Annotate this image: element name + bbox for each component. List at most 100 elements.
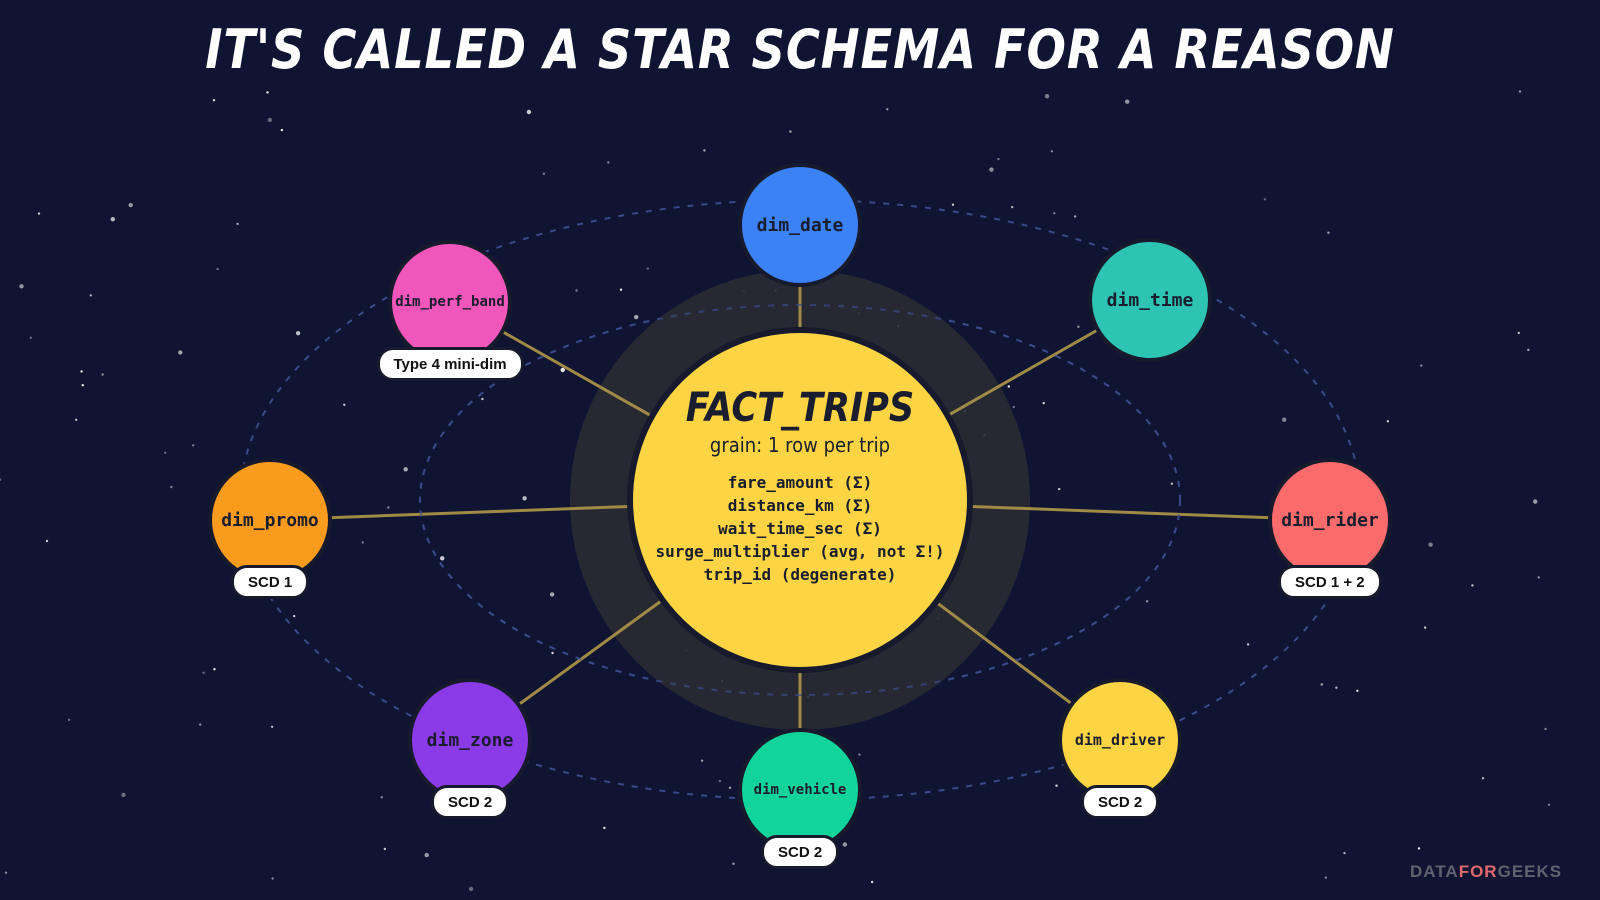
star-dot bbox=[842, 842, 848, 847]
star-dot bbox=[1007, 385, 1010, 388]
star-dot bbox=[700, 759, 704, 762]
fact-table-node: FACT_TRIPS grain: 1 row per trip fare_am… bbox=[627, 327, 973, 673]
star-dot bbox=[732, 862, 735, 865]
fact-measure: wait_time_sec (Σ) bbox=[718, 519, 882, 538]
star-dot bbox=[1050, 150, 1054, 153]
scd-badge: Type 4 mini-dim bbox=[376, 347, 524, 381]
dimension-node-dim-zone: dim_zone bbox=[408, 678, 532, 802]
star-dot bbox=[1042, 401, 1045, 405]
scd-badge: SCD 1 + 2 bbox=[1278, 565, 1382, 599]
fact-measures-list: fare_amount (Σ) distance_km (Σ) wait_tim… bbox=[633, 471, 967, 586]
logo-part: DATA bbox=[1410, 862, 1459, 881]
star-dot bbox=[192, 444, 195, 447]
logo-part: GEEKS bbox=[1497, 862, 1563, 881]
star-dot bbox=[1320, 683, 1324, 686]
star-dot bbox=[45, 539, 49, 543]
star-dot bbox=[1518, 90, 1522, 93]
star-dot bbox=[1125, 99, 1130, 104]
star-dot bbox=[1537, 576, 1540, 579]
star-dot bbox=[619, 288, 623, 291]
dimension-node-dim-driver: dim_driver bbox=[1058, 678, 1182, 802]
star-dot bbox=[236, 222, 239, 226]
star-dot bbox=[75, 418, 78, 421]
star-dot bbox=[440, 556, 445, 561]
star-dot bbox=[526, 109, 532, 115]
star-dot bbox=[1263, 198, 1267, 201]
star-dot bbox=[886, 108, 889, 111]
star-dot bbox=[212, 99, 216, 102]
star-dot bbox=[575, 289, 578, 292]
star-dot bbox=[403, 467, 408, 472]
star-dot bbox=[67, 718, 71, 722]
star-dot bbox=[481, 397, 484, 401]
star-dot bbox=[951, 203, 955, 206]
scd-badge: SCD 2 bbox=[1081, 785, 1160, 819]
star-dot bbox=[424, 852, 429, 858]
logo-part: FOR bbox=[1458, 862, 1498, 881]
fact-measure: fare_amount (Σ) bbox=[727, 473, 873, 492]
star-dot bbox=[728, 786, 732, 789]
star-dot bbox=[1012, 405, 1015, 409]
star-dot bbox=[1386, 420, 1390, 423]
star-dot bbox=[1170, 482, 1174, 485]
star-dot bbox=[1327, 231, 1330, 234]
star-dot bbox=[1356, 689, 1359, 692]
star-dot bbox=[4, 871, 8, 874]
star-dot bbox=[29, 336, 32, 339]
star-dot bbox=[387, 506, 390, 509]
dimension-name: dim_driver bbox=[1074, 731, 1166, 749]
star-dot bbox=[603, 826, 606, 830]
star-dot bbox=[202, 671, 205, 674]
star-dot bbox=[1324, 876, 1328, 879]
star-dot bbox=[170, 485, 173, 489]
fact-table-name: FACT_TRIPS bbox=[685, 385, 915, 431]
star-dot bbox=[522, 496, 527, 501]
star-dot bbox=[216, 267, 219, 271]
star-dot bbox=[110, 217, 116, 222]
dimension-node-dim-rider: dim_rider bbox=[1268, 458, 1392, 582]
star-dot bbox=[718, 779, 722, 783]
star-dot bbox=[280, 128, 284, 132]
star-dot bbox=[1417, 847, 1421, 850]
star-dot bbox=[560, 367, 565, 373]
star-dot bbox=[1011, 205, 1014, 209]
dimension-name: dim_time bbox=[1106, 289, 1194, 311]
star-dot bbox=[646, 267, 649, 270]
star-dot bbox=[101, 373, 104, 376]
dimension-node-dim-time: dim_time bbox=[1088, 238, 1212, 362]
dimension-node-dim-promo: dim_promo bbox=[208, 458, 332, 582]
star-dot bbox=[266, 91, 269, 94]
star-dot bbox=[1335, 686, 1338, 689]
star-dot bbox=[1058, 487, 1061, 491]
star-dot bbox=[1547, 803, 1551, 806]
star-dot bbox=[178, 350, 183, 355]
star-dot bbox=[551, 651, 554, 655]
star-dot bbox=[383, 847, 386, 851]
star-dot bbox=[1073, 215, 1077, 218]
brand-logo: DATAFORGEEKS bbox=[1410, 862, 1562, 882]
star-dot bbox=[1428, 542, 1433, 547]
dimension-name: dim_promo bbox=[221, 509, 319, 531]
star-dot bbox=[542, 172, 546, 175]
star-dot bbox=[121, 792, 126, 798]
star-dot bbox=[997, 157, 1000, 161]
dimension-name: dim_rider bbox=[1281, 509, 1379, 531]
star-dot bbox=[1055, 784, 1058, 787]
star-dot bbox=[343, 403, 346, 406]
star-dot bbox=[1246, 643, 1250, 646]
star-dot bbox=[989, 167, 994, 172]
inner-orbit-overlay bbox=[419, 304, 1181, 696]
star-dot bbox=[789, 130, 792, 133]
star-dot bbox=[19, 284, 24, 289]
star-dot bbox=[1423, 626, 1427, 629]
star-dot bbox=[293, 614, 296, 618]
star-dot bbox=[858, 753, 861, 756]
star-dot bbox=[870, 880, 874, 884]
star-dot bbox=[1282, 417, 1287, 422]
star-dot bbox=[80, 370, 83, 373]
fact-measure: surge_multiplier (avg, not Σ!) bbox=[655, 542, 945, 561]
scd-badge: SCD 2 bbox=[431, 785, 510, 819]
star-dot bbox=[164, 451, 167, 454]
dimension-name: dim_zone bbox=[426, 729, 514, 751]
dimension-name: dim_date bbox=[756, 214, 844, 236]
